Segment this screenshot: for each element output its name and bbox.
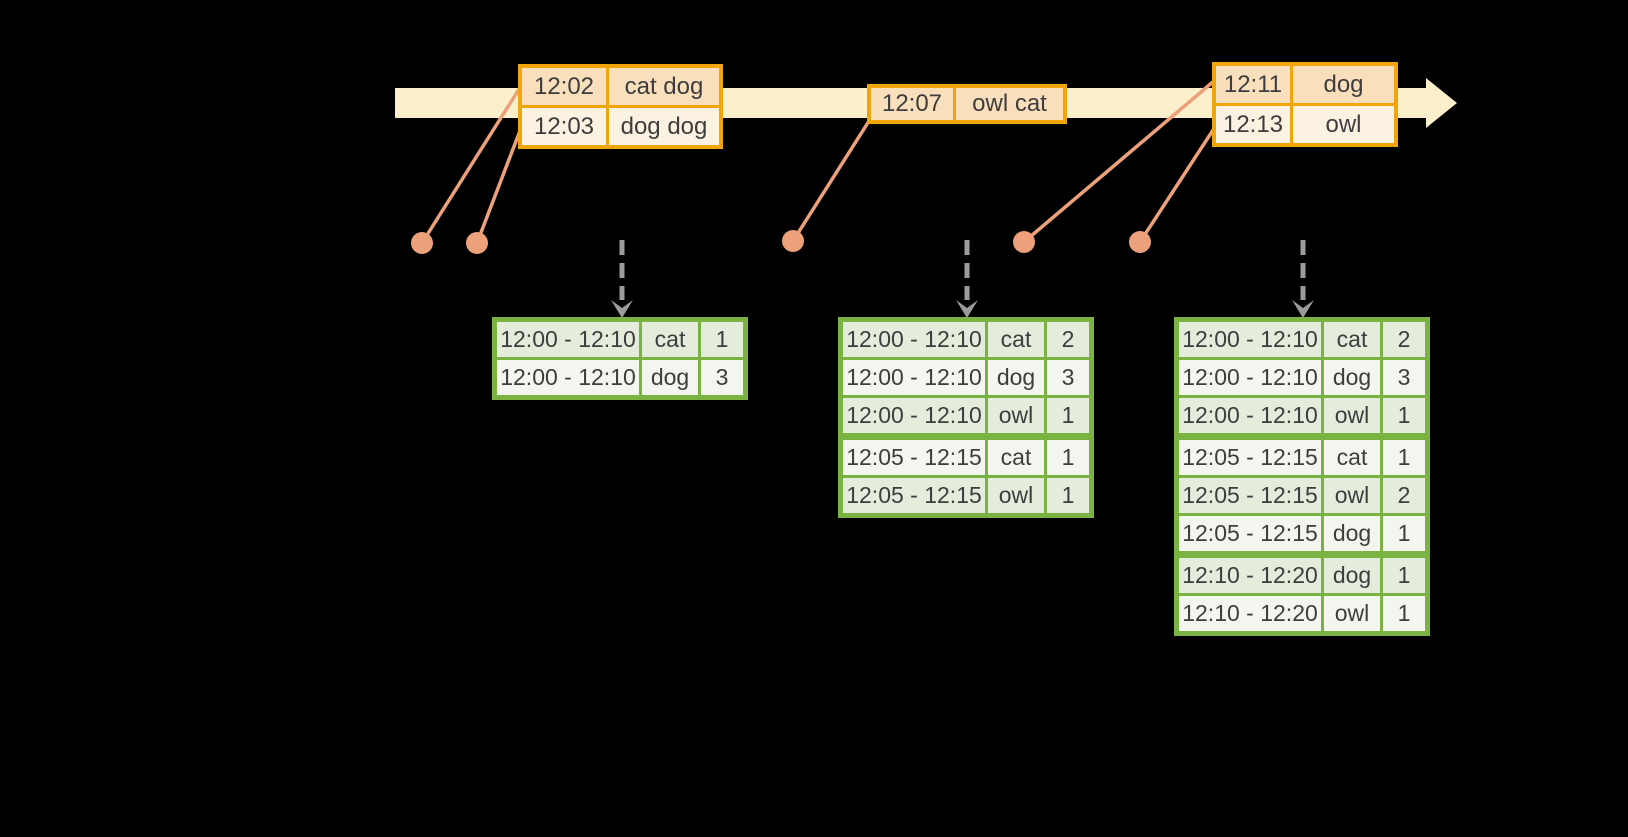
event-time: 12:03 bbox=[522, 108, 609, 145]
event-line bbox=[791, 120, 871, 242]
table-row: 12:05 - 12:15 cat 1 bbox=[839, 433, 1093, 478]
table-row: 12:00 - 12:10 cat 2 bbox=[1175, 318, 1429, 360]
event-words: cat dog bbox=[624, 72, 704, 100]
arrow-down-icon bbox=[1292, 300, 1314, 318]
word-cell: cat bbox=[985, 433, 1047, 478]
event-row: 12:13 owl bbox=[1216, 103, 1394, 143]
table-row: 12:10 - 12:20 owl 1 bbox=[1175, 593, 1429, 635]
window-cell: 12:00 - 12:10 bbox=[493, 357, 642, 399]
window-cell: 12:05 - 12:15 bbox=[839, 475, 988, 517]
trigger-arrow bbox=[611, 240, 633, 318]
word-cell: cat bbox=[639, 318, 701, 360]
trigger-arrow bbox=[956, 240, 978, 318]
window-cell: 12:00 - 12:10 bbox=[839, 318, 988, 360]
table-row: 12:00 - 12:10 cat 1 bbox=[493, 318, 747, 360]
window-cell: 12:05 - 12:15 bbox=[839, 433, 988, 478]
count-cell: 1 bbox=[1044, 433, 1093, 478]
word-cell: dog bbox=[1321, 551, 1383, 596]
word-cell: cat bbox=[1321, 318, 1383, 360]
event-time: 12:11 bbox=[1216, 66, 1293, 103]
word-cell: owl bbox=[1321, 475, 1383, 516]
event-line bbox=[420, 85, 523, 244]
event-dot-icon bbox=[1129, 231, 1151, 253]
count-cell: 1 bbox=[1380, 551, 1429, 596]
arrow-down-icon bbox=[956, 300, 978, 318]
table-row: 12:05 - 12:15 dog 1 bbox=[1175, 513, 1429, 556]
word-cell: dog bbox=[985, 357, 1047, 398]
count-cell: 1 bbox=[1044, 475, 1093, 517]
event-time: 12:07 bbox=[871, 88, 956, 120]
event-row: 12:07 owl cat bbox=[871, 88, 1063, 120]
count-cell: 1 bbox=[1044, 395, 1093, 438]
word-cell: owl bbox=[1321, 395, 1383, 438]
event-time: 12:02 bbox=[522, 68, 609, 105]
table-row: 12:05 - 12:15 owl 2 bbox=[1175, 475, 1429, 516]
word-cell: dog bbox=[639, 357, 701, 399]
table-row: 12:05 - 12:15 cat 1 bbox=[1175, 433, 1429, 478]
table-row: 12:00 - 12:10 dog 3 bbox=[493, 357, 747, 399]
window-cell: 12:00 - 12:10 bbox=[1175, 395, 1324, 438]
event-words: owl bbox=[1325, 110, 1362, 138]
count-cell: 3 bbox=[698, 357, 747, 399]
table-row: 12:00 - 12:10 dog 3 bbox=[839, 357, 1093, 398]
table-row: 12:00 - 12:10 cat 2 bbox=[839, 318, 1093, 360]
event-line bbox=[1138, 126, 1217, 243]
count-cell: 2 bbox=[1380, 475, 1429, 516]
table-row: 12:00 - 12:10 dog 3 bbox=[1175, 357, 1429, 398]
result-table: 12:00 - 12:10 cat 1 12:00 - 12:10 dog 3 bbox=[492, 317, 748, 400]
event-row: 12:03 dog dog bbox=[522, 105, 719, 145]
event-dot-icon bbox=[782, 230, 804, 252]
table-row: 12:00 - 12:10 owl 1 bbox=[1175, 395, 1429, 438]
word-cell: cat bbox=[985, 318, 1047, 360]
event-box: 12:07 owl cat bbox=[867, 84, 1067, 124]
event-words: dog dog bbox=[620, 112, 708, 140]
event-dot-icon bbox=[466, 232, 488, 254]
count-cell: 1 bbox=[1380, 395, 1429, 438]
window-cell: 12:00 - 12:10 bbox=[839, 357, 988, 398]
count-cell: 1 bbox=[1380, 433, 1429, 478]
event-box: 12:11 dog 12:13 owl bbox=[1212, 62, 1398, 147]
event-line bbox=[475, 122, 525, 244]
window-cell: 12:10 - 12:20 bbox=[1175, 593, 1324, 635]
window-cell: 12:00 - 12:10 bbox=[1175, 357, 1324, 398]
count-cell: 2 bbox=[1380, 318, 1429, 360]
count-cell: 3 bbox=[1044, 357, 1093, 398]
event-words: dog bbox=[1323, 70, 1364, 98]
event-row: 12:11 dog bbox=[1216, 66, 1394, 103]
window-cell: 12:00 - 12:10 bbox=[493, 318, 642, 360]
timeline-arrowhead-icon bbox=[1426, 78, 1457, 128]
event-dot-icon bbox=[1013, 231, 1035, 253]
trigger-arrow bbox=[1292, 240, 1314, 318]
event-dot-icon bbox=[411, 232, 433, 254]
word-cell: owl bbox=[985, 395, 1047, 438]
event-time: 12:13 bbox=[1216, 106, 1293, 143]
count-cell: 1 bbox=[1380, 513, 1429, 556]
count-cell: 1 bbox=[1380, 593, 1429, 635]
window-cell: 12:05 - 12:15 bbox=[1175, 433, 1324, 478]
window-cell: 12:00 - 12:10 bbox=[1175, 318, 1324, 360]
event-row: 12:02 cat dog bbox=[522, 68, 719, 105]
result-table: 12:00 - 12:10 cat 2 12:00 - 12:10 dog 3 … bbox=[1174, 317, 1430, 636]
count-cell: 2 bbox=[1044, 318, 1093, 360]
window-cell: 12:05 - 12:15 bbox=[1175, 513, 1324, 556]
event-box: 12:02 cat dog 12:03 dog dog bbox=[518, 64, 723, 149]
count-cell: 1 bbox=[698, 318, 747, 360]
word-cell: dog bbox=[1321, 513, 1383, 556]
word-cell: owl bbox=[985, 475, 1047, 517]
event-line bbox=[1022, 79, 1216, 244]
arrow-down-icon bbox=[611, 300, 633, 318]
window-cell: 12:10 - 12:20 bbox=[1175, 551, 1324, 596]
word-cell: owl bbox=[1321, 593, 1383, 635]
window-cell: 12:00 - 12:10 bbox=[839, 395, 988, 438]
window-cell: 12:05 - 12:15 bbox=[1175, 475, 1324, 516]
word-cell: cat bbox=[1321, 433, 1383, 478]
table-row: 12:00 - 12:10 owl 1 bbox=[839, 395, 1093, 438]
result-table: 12:00 - 12:10 cat 2 12:00 - 12:10 dog 3 … bbox=[838, 317, 1094, 518]
event-words: owl cat bbox=[972, 90, 1047, 117]
count-cell: 3 bbox=[1380, 357, 1429, 398]
word-cell: dog bbox=[1321, 357, 1383, 398]
table-row: 12:05 - 12:15 owl 1 bbox=[839, 475, 1093, 517]
table-row: 12:10 - 12:20 dog 1 bbox=[1175, 551, 1429, 596]
